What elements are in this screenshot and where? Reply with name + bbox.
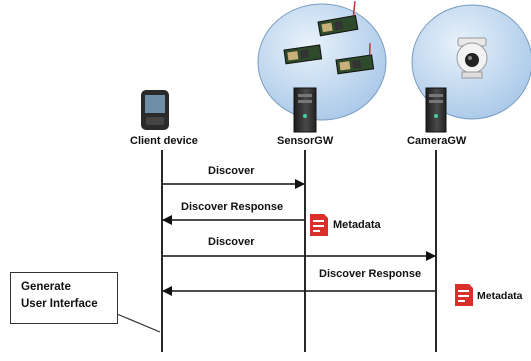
message-label: Discover [208,236,255,248]
message-label: Discover Response [181,201,284,213]
document-icon [455,284,473,306]
participant-client-label: Client device [130,135,198,147]
document-icon [310,214,328,236]
sensor-board-icon [283,1,375,75]
camera-icon [456,37,488,79]
metadata-label: Metadata [333,219,381,231]
pda-icon [141,90,169,130]
generate-ui-note: Generate User Interface [10,272,118,324]
note-connector [116,313,161,333]
server-icon [293,87,317,133]
message-label: Discover [208,165,255,177]
note-line-1: Generate [21,281,71,293]
note-line-2: User Interface [21,298,98,310]
participant-sensorgw-label: SensorGW [277,135,334,147]
message-label: Discover Response [319,268,422,280]
server-icon [425,87,447,133]
metadata-label: Metadata [477,290,523,302]
participant-cameragw-label: CameraGW [407,135,467,147]
sensor-network-bubble [257,3,387,121]
